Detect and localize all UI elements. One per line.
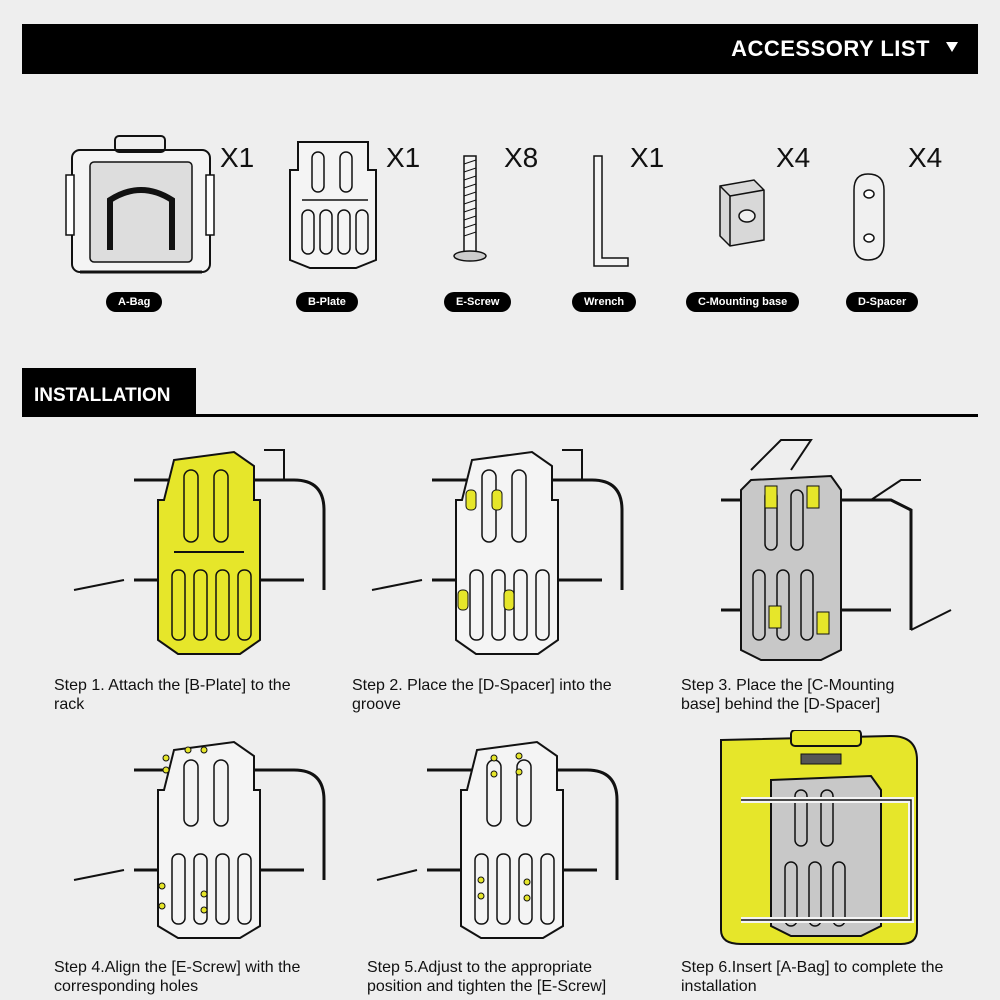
step-1-caption-line-1: Step 1. Attach the [B-Plate] to the <box>54 677 291 694</box>
step-4: Step 4.Align the [E-Screw] with the corr… <box>54 730 354 1000</box>
accessory-e-screw: X8 E-Screw <box>440 130 600 320</box>
screw-icon <box>453 155 487 262</box>
qty-a-bag: X1 <box>220 142 255 173</box>
step-1: Step 1. Attach the [B-Plate] to the rack <box>54 440 354 720</box>
step-1-illustration <box>73 449 326 655</box>
accessory-d-spacer: X4 D-Spacer <box>818 130 978 320</box>
step-4-caption-line-2: corresponding holes <box>54 978 199 995</box>
accessory-wrench: X1 Wrench <box>572 130 732 320</box>
accessory-list-header: ACCESSORY LIST <box>22 24 978 74</box>
qty-c-mounting-base: X4 <box>776 142 811 173</box>
step-3-caption-line-2: base] behind the [D-Spacer] <box>681 696 881 713</box>
step-5-caption-line-1: Step 5.Adjust to the appropriate <box>367 959 593 976</box>
step-2-caption-line-2: groove <box>352 696 401 713</box>
step-6-caption-line-1: Step 6.Insert [A-Bag] to complete the <box>681 959 944 976</box>
step-5-illustration <box>376 740 619 939</box>
installation-divider <box>22 414 978 417</box>
step-3-illustration <box>721 439 952 661</box>
step-2: Step 2. Place the [D-Spacer] into the gr… <box>352 440 652 720</box>
step-6-caption-line-2: installation <box>681 978 757 995</box>
step-4-illustration <box>73 740 326 939</box>
accessory-b-plate: X1 B-Plate <box>280 130 440 320</box>
step-5-caption-line-2: position and tighten the [E-Screw] <box>367 978 607 995</box>
step-2-illustration <box>371 449 624 655</box>
bag-icon <box>65 135 215 274</box>
step-4-caption-line-1: Step 4.Align the [E-Screw] with the <box>54 959 301 976</box>
mounting-base-icon <box>719 179 765 247</box>
accessory-c-mounting-base: X4 C-Mounting base <box>686 130 848 320</box>
step-6-illustration <box>720 730 918 945</box>
step-5: Step 5.Adjust to the appropriate positio… <box>367 730 667 1000</box>
accessory-a-bag: X1 A-Bag <box>60 130 254 320</box>
step-3: Step 3. Place the [C-Mounting base] behi… <box>681 430 981 720</box>
qty-d-spacer: X4 <box>908 142 943 173</box>
label-d-spacer: D-Spacer <box>846 292 919 312</box>
qty-b-plate: X1 <box>386 142 421 173</box>
accessory-list-title: ACCESSORY LIST <box>731 36 930 61</box>
qty-wrench: X1 <box>630 142 665 173</box>
label-a-bag: A-Bag <box>106 292 163 312</box>
step-3-caption-line-1: Step 3. Place the [C-Mounting <box>681 677 895 694</box>
step-2-caption-line-1: Step 2. Place the [D-Spacer] into the <box>352 677 612 694</box>
installation-title: INSTALLATION <box>22 368 196 416</box>
spacer-icon <box>853 173 885 261</box>
label-wrench: Wrench <box>572 292 637 312</box>
qty-e-screw: X8 <box>504 142 539 173</box>
step-1-caption-line-2: rack <box>54 696 85 713</box>
triangle-down-icon <box>946 42 958 52</box>
label-c-mounting-base: C-Mounting base <box>686 292 800 312</box>
wrench-icon <box>593 155 629 267</box>
label-b-plate: B-Plate <box>296 292 358 312</box>
label-e-screw: E-Screw <box>444 292 512 312</box>
step-6: Step 6.Insert [A-Bag] to complete the in… <box>681 730 981 1000</box>
plate-icon <box>289 141 377 269</box>
